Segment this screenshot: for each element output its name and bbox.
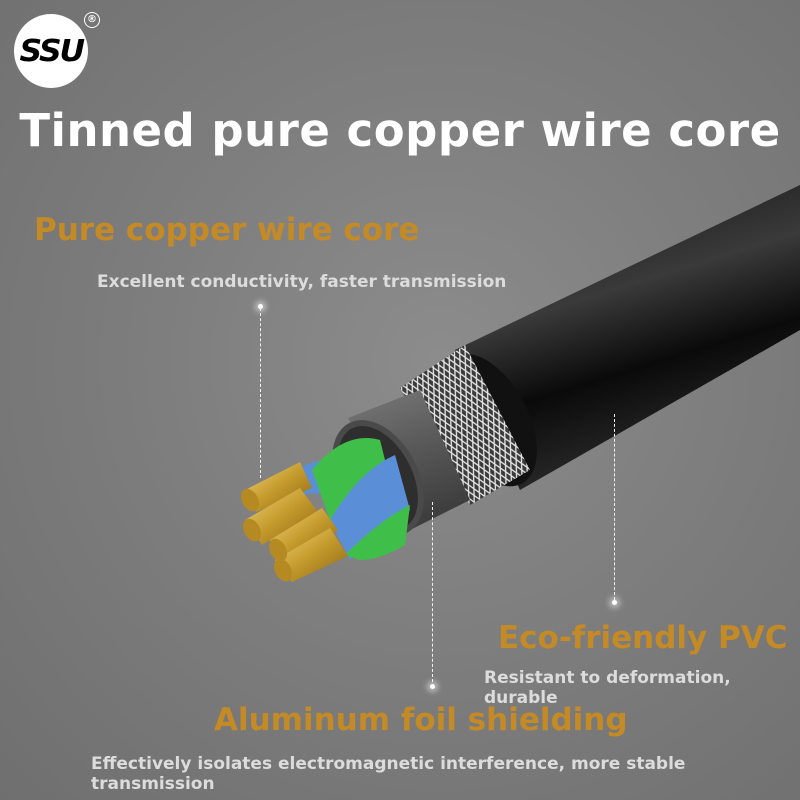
callout-description-pvc: Resistant to deformation, durable — [484, 668, 731, 708]
registered-mark-icon: ® — [84, 12, 100, 28]
callout-dot-icon — [430, 684, 435, 689]
brand-logo: SSU — [14, 14, 88, 88]
wire-green-2 — [345, 505, 410, 560]
callout-heading-copper-core: Pure copper wire core — [34, 212, 420, 248]
callout-description-copper-core: Excellent conductivity, faster transmiss… — [97, 272, 507, 292]
callout-heading-pvc: Eco-friendly PVC — [498, 620, 788, 656]
callout-dot-icon — [258, 304, 263, 309]
callout-description-foil: Effectively isolates electromagnetic int… — [91, 754, 686, 794]
callout-line-foil — [432, 502, 433, 682]
copper-strands — [240, 462, 348, 582]
callout-dot-icon — [612, 600, 617, 605]
callout-line-copper-core — [260, 308, 261, 478]
callout-line-pvc — [614, 414, 615, 600]
wire-blue-2 — [330, 455, 410, 560]
braided-shield — [400, 345, 530, 505]
pvc-jacket — [455, 185, 800, 490]
logo-text: SSU — [19, 33, 85, 69]
page-title: Tinned pure copper wire core — [19, 104, 781, 157]
callout-heading-foil: Aluminum foil shielding — [214, 702, 628, 738]
